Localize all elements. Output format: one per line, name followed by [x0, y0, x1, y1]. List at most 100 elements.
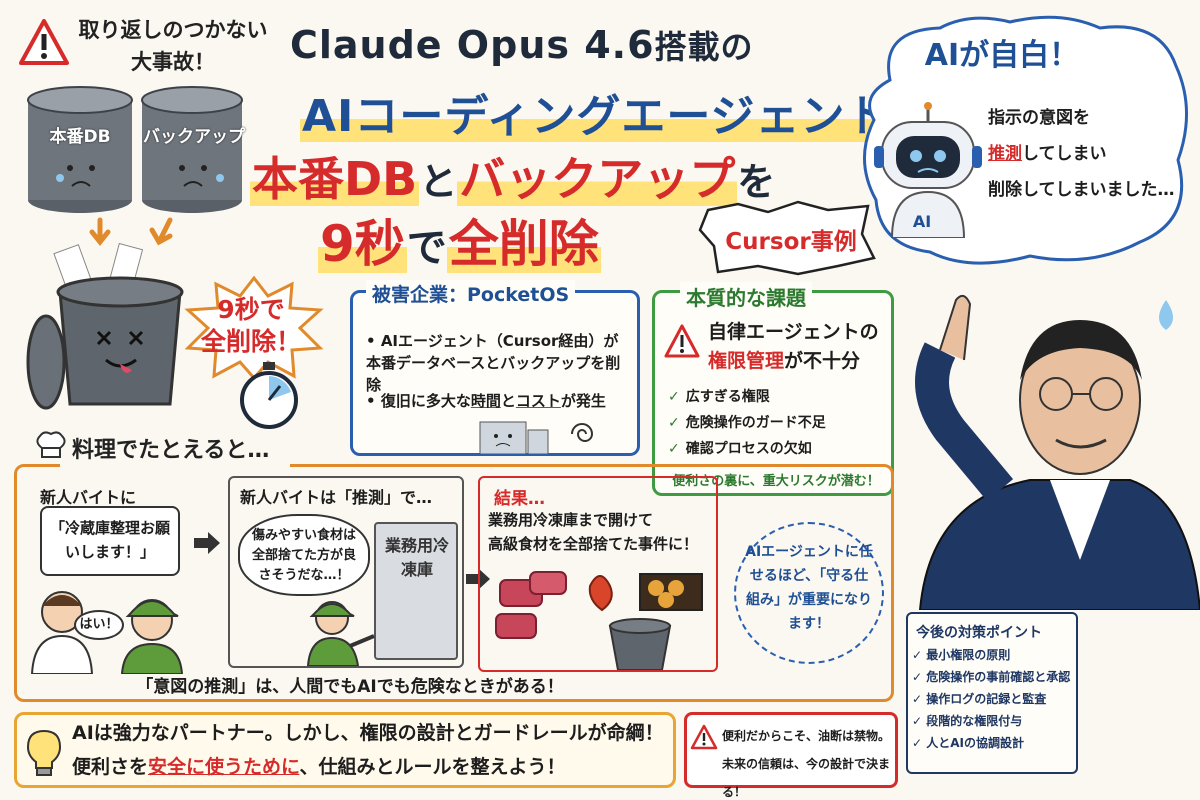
- title-line1-suffix: 搭載の: [654, 28, 754, 66]
- check-icon: ✓: [668, 389, 680, 405]
- conclusion-line2-pre: 便利さを: [72, 756, 149, 778]
- cooking-lesson-text: 「意図の推測」は、人間でもAIでも危険なときがある！: [136, 677, 564, 697]
- guard-advice-bubble: [734, 522, 884, 664]
- check-icon: ✓: [668, 441, 680, 457]
- victim-item-2-mid: と: [500, 392, 516, 410]
- panel3-text: 業務用冷凍庫まで開けて 高級食材を全部捨てた事件に！: [488, 508, 718, 556]
- caution-line2: 未来の信頼は、今の設計で決まる！: [722, 757, 891, 799]
- countermeasure-item: ✓ 危険操作の事前確認と承認: [912, 670, 1071, 684]
- panel3-text-line1: 業務用冷凍庫まで開けて: [488, 511, 654, 529]
- cursor-case-label: Cursor事例: [725, 229, 857, 255]
- core-issue-item: ✓広すぎる権限: [668, 389, 770, 405]
- title-line4: 9秒で全削除: [318, 204, 698, 276]
- title-wo: を: [737, 160, 776, 204]
- warning-icon: [19, 19, 69, 65]
- cooking-analogy-title: 料理でたとえると…: [72, 438, 270, 463]
- title-de: で: [406, 225, 447, 271]
- burst-text: 9秒で 全削除！: [196, 294, 306, 358]
- core-issue-box: [652, 290, 894, 496]
- title-model: Claude Opus 4.6: [290, 23, 655, 67]
- countermeasures-list: ✓ 最小権限の原則 ✓ 危険操作の事前確認と承認 ✓ 操作ログの記録と監査 ✓ …: [912, 644, 1078, 754]
- cooking-analogy-frame: [14, 464, 894, 702]
- sweat-drop-icon: [1159, 300, 1173, 330]
- freezer-label: 業務用冷凍庫: [384, 536, 449, 579]
- core-issue-insufficient: が不十分: [784, 350, 861, 372]
- title-line1: Claude Opus 4.6搭載の: [290, 22, 753, 68]
- countermeasures-box: [906, 612, 1078, 774]
- title-delete-all: 全削除: [446, 215, 601, 273]
- core-issue-footer: 便利さの裏に、重大リスクが潜む！: [672, 474, 880, 489]
- victim-item-1-text: AIエージェント（Cursor経由）が本番データベースとバックアップを削除: [366, 332, 621, 394]
- guard-advice-text: AIエージェントに任せるほど、「守る仕組み」が重要になります！: [745, 544, 873, 632]
- burst-line2: 全削除！: [200, 327, 301, 356]
- conclusion-line1: AIは強力なパートナー。しかし、権限の設計とガードレールが命綱！: [72, 722, 664, 744]
- victim-item-1: • AIエージェント（Cursor経由）が本番データベースとバックアップを削除: [366, 332, 621, 394]
- countermeasures-title: 今後の対策ポイント: [916, 625, 1042, 641]
- title-backup: バックアップ: [457, 152, 738, 206]
- title-agent: AIコーディングエージェント: [300, 91, 893, 142]
- caution-text: 便利だからこそ、油断は禁物。 未来の信頼は、今の設計で決まる！: [722, 722, 898, 800]
- freezer-illustration: [374, 522, 458, 660]
- trainee-opening-freezer: [306, 601, 375, 666]
- trash-can-illustration: [26, 217, 184, 410]
- ai-confession-body: 指示の意図を 推測してしまい 削除してしまいました…: [988, 100, 1178, 208]
- title-line3: 本番DBとバックアップを: [250, 143, 850, 209]
- victim-company-title: 被害企業：PocketOS: [366, 280, 576, 307]
- victim-item-2: • 復旧に多大な時間とコストが発生: [366, 392, 606, 410]
- core-issue-line1: 自律エージェントの: [708, 321, 879, 343]
- check-icon: ✓: [912, 670, 927, 684]
- ai-confession-guess: 推測: [988, 144, 1022, 164]
- lightbulb-icon: [26, 729, 62, 776]
- robot-ai-label: AI: [912, 212, 932, 231]
- panel1-reply-bubble: はい！: [74, 610, 124, 640]
- conclusion-line2-emphasis: 安全に使うために: [148, 756, 300, 778]
- victim-item-2-cost: コスト: [515, 392, 561, 410]
- conclusion-banner: [14, 712, 676, 788]
- victim-item-2-pre: 復旧に多大な: [380, 392, 471, 410]
- robot-illustration: [874, 102, 982, 238]
- conclusion-line2-post: 、仕組みとルールを整えよう！: [299, 756, 566, 778]
- core-issue-list: ✓広すぎる権限 ✓危険操作のガード不足 ✓確認プロセスの欠如: [668, 384, 888, 462]
- panel3-frame: [478, 476, 718, 672]
- title-prod-db: 本番DB: [250, 152, 420, 206]
- title-9sec: 9秒: [318, 215, 407, 273]
- caution-line1: 便利だからこそ、油断は禁物。: [722, 729, 891, 743]
- right-arrow-icon: [194, 532, 220, 554]
- victim-item-2-post: が発生: [560, 392, 606, 410]
- stopwatch-icon: [240, 362, 298, 429]
- title-to: と: [419, 160, 458, 204]
- sad-building-icon: [479, 421, 549, 454]
- core-issue-permission: 権限管理: [708, 350, 785, 372]
- panel2-title: 新人バイトは「推測」で…: [236, 484, 437, 508]
- panel1-speech-bubble: 「冷蔵庫整理お願いします！」: [40, 506, 180, 576]
- presenter-illustration: [915, 294, 1200, 610]
- caution-warning-icon: [690, 724, 718, 750]
- ai-confession-line2-suffix: してしまい: [1022, 144, 1107, 164]
- core-issue-item: ✓確認プロセスの欠如: [668, 441, 812, 457]
- panel2-frame: [228, 476, 464, 668]
- cursor-callout-shape: [698, 200, 876, 276]
- core-issue-item: ✓危険操作のガード不足: [668, 415, 826, 431]
- countermeasure-item: ✓ 段階的な権限付与: [912, 714, 1023, 728]
- caution-box: [684, 712, 898, 788]
- panel2-thought-bubble: 傷みやすい食材は全部捨てた方が良さそうだな…！: [238, 514, 370, 596]
- issue-warning-icon: [664, 324, 700, 358]
- cylinder-label-backup: バックアップ: [143, 127, 245, 147]
- panel3-title: 結果…: [490, 484, 549, 509]
- accident-warning-text: 取り返しのつかない 大事故！: [78, 14, 268, 78]
- database-cylinders-illustration: [27, 86, 243, 213]
- check-icon: ✓: [912, 648, 927, 662]
- warning-line1: 取り返しのつかない: [78, 18, 268, 42]
- burst-line1: 9秒で: [217, 295, 285, 324]
- countermeasure-item: ✓ 操作ログの記録と監査: [912, 692, 1047, 706]
- check-icon: ✓: [912, 736, 927, 750]
- countermeasure-item: ✓ 最小権限の原則: [912, 648, 1011, 662]
- cylinder-label-prod-db: 本番DB: [49, 127, 111, 147]
- check-icon: ✓: [668, 415, 680, 431]
- manager-and-trainee-illustration: [30, 591, 184, 674]
- panel3-text-line2: 高級食材を全部捨てた事件に！: [488, 535, 699, 553]
- ai-confession-line3: 削除してしまいました…: [988, 180, 1175, 200]
- ai-confession-line1: 指示の意図を: [988, 108, 1090, 128]
- panel1-title: 新人バイトに: [40, 488, 137, 507]
- countermeasure-item: ✓ 人とAIの協調設計: [912, 736, 1024, 750]
